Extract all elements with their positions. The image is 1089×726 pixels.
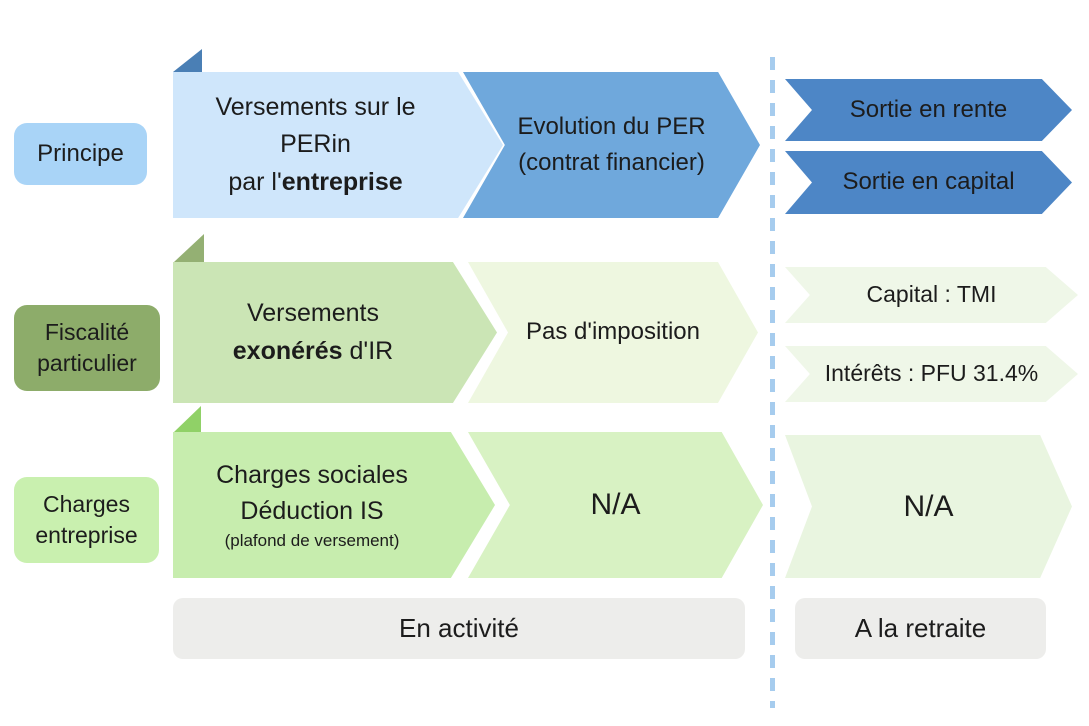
row-label-principe: Principe (14, 123, 147, 185)
arrow-pas-imposition: Pas d'imposition (468, 262, 758, 403)
arrow-charges-line2: Déduction IS (240, 497, 384, 526)
arrow-exoneres-line2: exonérés d'IR (232, 336, 394, 365)
arrow-versements-perin: Versements sur le PERin par l'entreprise (173, 72, 503, 218)
arrow-sortie-rente: Sortie en rente (785, 79, 1072, 141)
arrow-capital-tmi: Capital : TMI (785, 267, 1078, 323)
arrow-evolution-per: Evolution du PER (contrat financier) (463, 72, 760, 218)
arrow-versements-line3: par l'entreprise (228, 167, 403, 196)
footer-a-la-retraite: A la retraite (795, 598, 1046, 659)
arrow-versements-line2: PERin (280, 130, 351, 159)
arrow-evolution-line2: (contrat financier) (518, 149, 705, 176)
arrow-charges-line3: (plafond de versement) (224, 531, 400, 551)
arrow-evolution-line1: Evolution du PER (517, 113, 706, 140)
arrow-interets-pfu: Intérêts : PFU 31.4% (785, 346, 1078, 402)
fold-corner-blue (173, 49, 202, 72)
activity-retirement-divider (770, 57, 775, 708)
arrow-versements-line1: Versements sur le (215, 92, 416, 121)
arrow-charges-line1: Charges sociales (216, 460, 408, 489)
fold-corner-green (174, 406, 201, 432)
arrow-exoneres-line1: Versements (246, 299, 379, 327)
row-label-fiscalite-particulier: Fiscalité particulier (14, 305, 160, 391)
arrow-na-middle: N/A (468, 432, 763, 578)
arrow-versements-exoneres: Versements exonérés d'IR (173, 262, 497, 403)
footer-en-activite: En activité (173, 598, 745, 659)
arrow-charges-sociales: Charges sociales Déduction IS (plafond d… (173, 432, 495, 578)
arrow-sortie-capital: Sortie en capital (785, 151, 1072, 214)
row-label-charges-entreprise: Charges entreprise (14, 477, 159, 563)
row-label-principe-text: Principe (37, 139, 124, 167)
arrow-na-right: N/A (785, 435, 1072, 578)
fold-corner-olive (174, 234, 204, 262)
